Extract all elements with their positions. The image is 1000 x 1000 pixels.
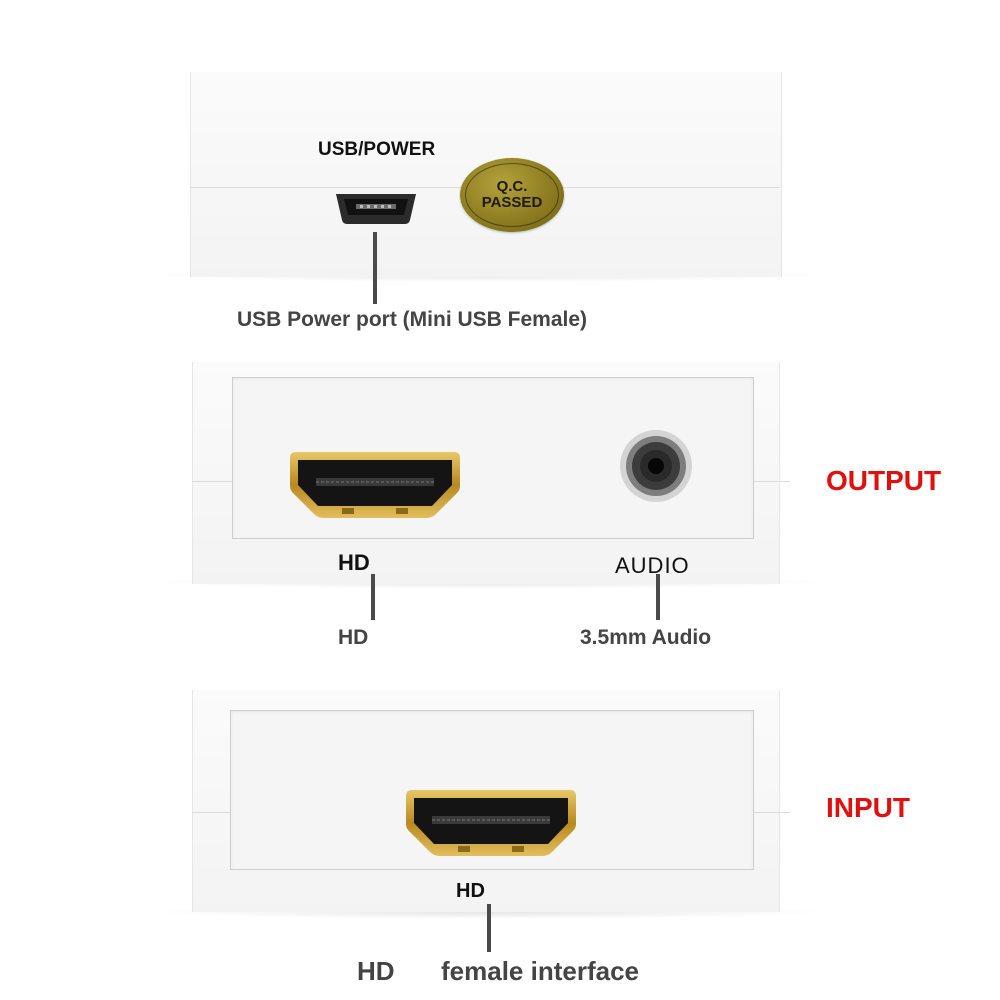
output-hd-port-label: HD	[338, 550, 370, 575]
output-side-seam-left	[192, 481, 232, 482]
output-hd-caption: HD	[338, 626, 369, 649]
input-side-seam-left	[192, 812, 230, 813]
output-audio-leader-line	[656, 574, 660, 620]
output-hd-leader-line	[371, 574, 375, 620]
output-side-seam-right	[752, 481, 790, 482]
qc-seal-icon: Q.C. PASSED	[460, 158, 564, 232]
input-hd-port-label: HD	[456, 880, 485, 902]
qc-seal-line1: Q.C.	[496, 178, 528, 196]
audio-jack-icon	[620, 430, 692, 502]
qc-seal-line2: PASSED	[481, 194, 543, 211]
usb-power-port-caption: USB Power port (Mini USB Female)	[237, 308, 588, 331]
input-hd-leader-line	[487, 904, 491, 952]
output-side-label: OUTPUT	[826, 465, 942, 496]
mini-usb-port-icon	[336, 194, 416, 224]
hdmi-port-icon	[406, 790, 576, 856]
input-caption-female-interface: female interface	[441, 956, 639, 986]
usb-power-device-label: USB/POWER	[318, 139, 436, 160]
usb-leader-line	[373, 232, 377, 304]
input-side-label: INPUT	[826, 792, 910, 823]
hdmi-port-icon	[290, 452, 460, 518]
output-audio-port-label: AUDIO	[615, 553, 690, 578]
input-caption-hd: HD	[357, 956, 395, 986]
output-audio-caption: 3.5mm Audio	[580, 626, 712, 649]
input-side-seam-right	[752, 812, 790, 813]
